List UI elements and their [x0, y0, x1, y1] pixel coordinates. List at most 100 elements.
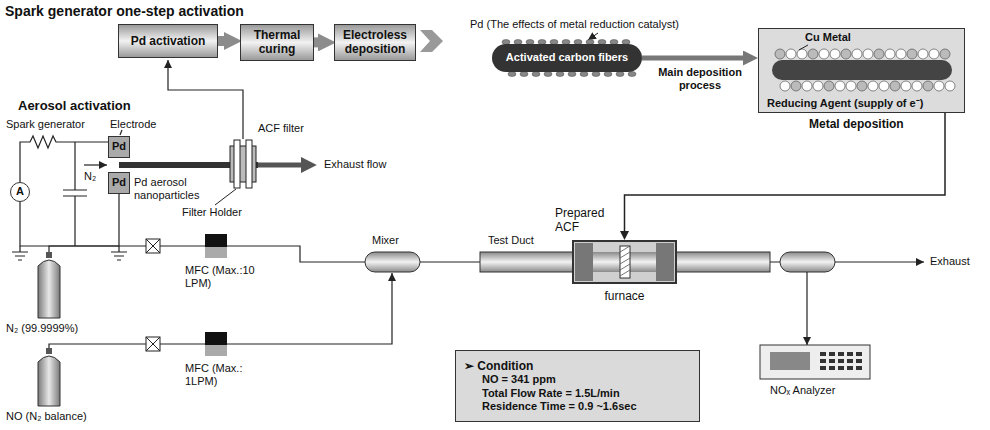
flow-connector: [642, 56, 743, 61]
cu-particles: [896, 49, 906, 59]
cu-leader: [799, 45, 808, 50]
aerosol-tube: [119, 140, 304, 205]
aerosol-tube: [215, 189, 236, 205]
mfc-units: [205, 332, 227, 345]
nox-analyzer: [829, 352, 835, 356]
gas-cylinders: [46, 252, 52, 258]
node-text: Pd: [112, 140, 126, 153]
mfc-units: [205, 345, 227, 356]
node-text: NO = 341 ppm: [482, 373, 556, 386]
test-duct: [575, 243, 593, 281]
process-box: Pd: [108, 172, 130, 194]
cu-leader: [799, 45, 808, 50]
nox-analyzer: [760, 345, 870, 379]
spark-circuit: [63, 142, 87, 246]
cu-particles: [824, 81, 834, 91]
mfc-units: [146, 337, 160, 351]
cu-particles: [940, 49, 950, 59]
cu-particles: [797, 49, 807, 59]
spark-circuit: [84, 164, 107, 165]
cu-particles: [819, 49, 829, 59]
part-label: MFC (Max.: 1LPM): [185, 362, 275, 388]
deposition-panel: [758, 28, 965, 113]
nox-analyzer: [838, 359, 844, 363]
node-text: ➢ Condition: [464, 359, 533, 373]
mfc-units: [146, 239, 160, 253]
nox-analyzer: [856, 352, 862, 356]
gas-cylinders: [38, 260, 60, 318]
sampling-and-exhaust: [770, 262, 780, 263]
pd-particles: [508, 72, 516, 77]
mfc-units: [205, 234, 227, 247]
cu-particles: [868, 81, 878, 91]
part-label: N₂ (99.9999%): [6, 322, 78, 335]
cu-particles: [841, 49, 851, 59]
cu-particles: [863, 49, 873, 59]
deposition-panel: [772, 60, 952, 80]
pd-particles: [532, 72, 540, 77]
part-label: Exhaust: [930, 255, 970, 268]
pd-particles: [520, 72, 528, 77]
nox-analyzer: [838, 352, 844, 356]
process-box: Thermal curing: [240, 24, 314, 61]
part-label: Prepared ACF: [555, 206, 615, 235]
nox-analyzer: [770, 352, 810, 370]
process-chevron: [420, 30, 443, 52]
sampling-and-exhaust: [770, 252, 924, 345]
cu-particles: [813, 81, 823, 91]
cu-particles: [857, 81, 867, 91]
nox-analyzer: [829, 366, 835, 370]
part-label: Spark generator: [6, 118, 85, 131]
node-text: A: [16, 185, 24, 198]
cu-particles: [934, 81, 944, 91]
cu-particles: [775, 49, 785, 59]
cu-particles: [929, 49, 939, 59]
mixer: [365, 252, 420, 272]
nox-analyzer: [820, 352, 826, 356]
part-label: Pd aerosol nanoparticles: [134, 176, 214, 202]
node-text: Electroless deposition: [339, 28, 411, 57]
nox-analyzer: [856, 359, 862, 363]
cu-particles: [830, 49, 840, 59]
mfc-units: [146, 239, 160, 253]
nox-analyzer: [838, 366, 844, 370]
nox-analyzer: [847, 366, 853, 370]
spark-circuit: [120, 130, 122, 135]
test-duct: [480, 240, 770, 284]
spark-circuit: [12, 246, 28, 260]
part-label: NOₓ Analyzer: [770, 384, 835, 397]
acf-return-line: [168, 60, 243, 139]
cu-particles: [780, 81, 790, 91]
flow-connector: [625, 113, 946, 231]
pd-particles: [556, 72, 564, 77]
nox-analyzer: [829, 359, 835, 363]
aerosol-tube: [258, 163, 304, 168]
part-label: Test Duct: [488, 234, 534, 247]
cu-particles: [775, 49, 955, 91]
node-text: Metal deposition: [809, 117, 904, 131]
process-chevron: [420, 30, 443, 52]
cu-particles: [918, 49, 928, 59]
node-text: Residence Time = 0.9 ~1.6sec: [482, 400, 637, 413]
pd-particles: [568, 72, 576, 77]
nox-analyzer: [760, 345, 870, 379]
cu-particles: [912, 81, 922, 91]
process-box: ➢ ConditionNO = 341 ppmTotal Flow Rate =…: [455, 350, 700, 422]
part-label: Filter Holder: [182, 206, 242, 219]
cu-particles: [846, 81, 856, 91]
node-text: Reducing Agent (supply of e⁻): [767, 97, 923, 110]
part-label: Pd (The effects of metal reduction catal…: [470, 18, 679, 31]
test-duct: [656, 243, 674, 281]
flow-connector: [314, 37, 318, 47]
process-box: furnace: [572, 240, 677, 284]
part-label: Aerosol activation: [18, 98, 131, 114]
part-label: ACF filter: [258, 122, 304, 135]
connector-label: Main deposition process: [650, 66, 750, 92]
acf-return-line: [168, 60, 243, 139]
cu-particles: [879, 81, 889, 91]
pd-particles: [592, 72, 600, 77]
mixer: [365, 252, 420, 272]
nox-analyzer: [847, 352, 853, 356]
mfc-units: [205, 247, 227, 258]
sampling-and-exhaust: [806, 272, 807, 345]
